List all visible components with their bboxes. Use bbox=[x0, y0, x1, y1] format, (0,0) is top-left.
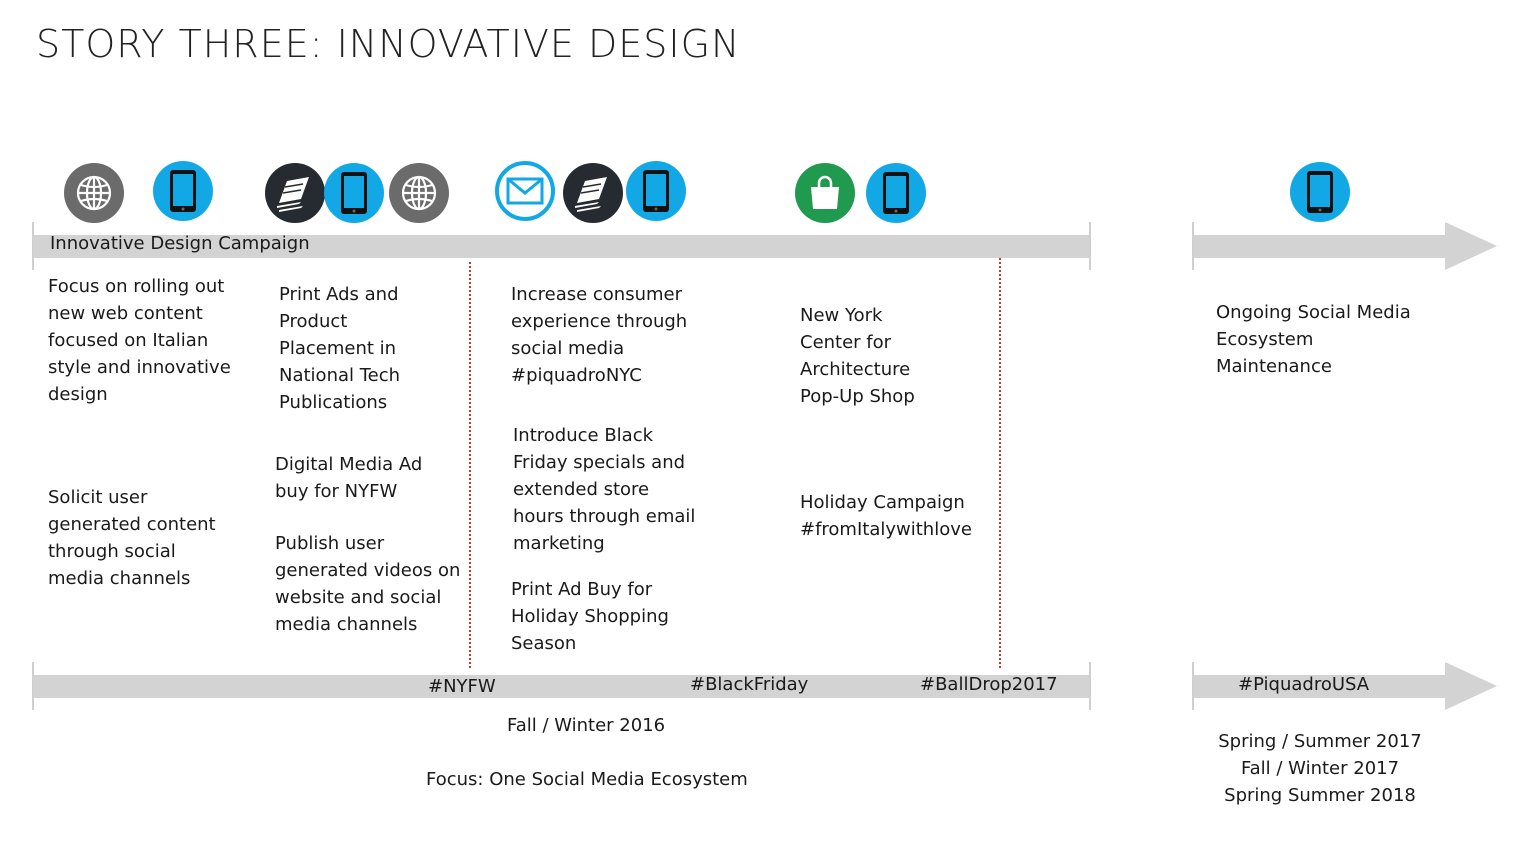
timeline-tick bbox=[1192, 222, 1194, 270]
col4-text-2: Holiday Campaign #fromItalywithlove bbox=[800, 492, 972, 540]
top-arrowhead bbox=[1445, 222, 1497, 270]
tablet-icon bbox=[153, 161, 213, 221]
top-timeline-bar bbox=[33, 235, 1090, 258]
col2-text-2: Digital Media Ad buy for NYFW bbox=[275, 454, 423, 502]
focus-label: Focus: One Social Media Ecosystem bbox=[426, 769, 748, 790]
col1-text-2: Solicit user generated content through s… bbox=[48, 487, 216, 589]
tablet-icon bbox=[1290, 162, 1350, 222]
page-title: STORY THREE: INNOVATIVE DESIGN bbox=[36, 22, 741, 66]
bottom-future-bar bbox=[1194, 675, 1446, 698]
col1-text-1: Focus on rolling out new web content foc… bbox=[48, 276, 231, 405]
hashtag-blackfriday: #BlackFriday bbox=[690, 674, 809, 695]
timeline-tick bbox=[1089, 222, 1091, 270]
col3-text-1: Increase consumer experience through soc… bbox=[511, 284, 688, 386]
tablet-icon bbox=[626, 161, 686, 221]
col5-text-1: Ongoing Social Media Ecosystem Maintenan… bbox=[1216, 302, 1411, 377]
tablet-icon bbox=[324, 163, 384, 223]
divider-line bbox=[999, 258, 1001, 668]
col2-text-1: Print Ads and Product Placement in Natio… bbox=[279, 284, 401, 413]
hashtag-piquadrousa: #PiquadroUSA bbox=[1238, 674, 1370, 695]
hashtag-nyfw: #NYFW bbox=[428, 676, 496, 697]
col3-text-3: Print Ad Buy for Holiday Shopping Season bbox=[511, 579, 669, 654]
bottom-arrowhead bbox=[1445, 662, 1497, 710]
seasons-right-label: Spring / Summer 2017 Fall / Winter 2017 … bbox=[1218, 731, 1422, 806]
timeline-tick bbox=[1089, 662, 1091, 710]
season-left-label: Fall / Winter 2016 bbox=[507, 715, 666, 736]
globe-icon bbox=[64, 163, 124, 223]
campaign-label: Innovative Design Campaign bbox=[50, 233, 310, 254]
globe-icon bbox=[389, 163, 449, 223]
print-media-icon bbox=[563, 163, 623, 223]
tablet-icon bbox=[866, 163, 926, 223]
shopping-bag-icon bbox=[795, 163, 855, 223]
col2-text-3: Publish user generated videos on website… bbox=[275, 533, 461, 635]
top-future-bar bbox=[1194, 235, 1446, 258]
col4-text-1: New York Center for Architecture Pop-Up … bbox=[800, 305, 915, 407]
hashtag-balldrop: #BallDrop2017 bbox=[920, 674, 1058, 695]
col3-text-2: Introduce Black Friday specials and exte… bbox=[513, 425, 696, 554]
email-icon bbox=[495, 161, 555, 221]
print-media-icon bbox=[265, 163, 325, 223]
bottom-timeline-bar bbox=[33, 675, 1090, 698]
timeline-tick bbox=[1192, 662, 1194, 710]
divider-line bbox=[469, 262, 471, 668]
